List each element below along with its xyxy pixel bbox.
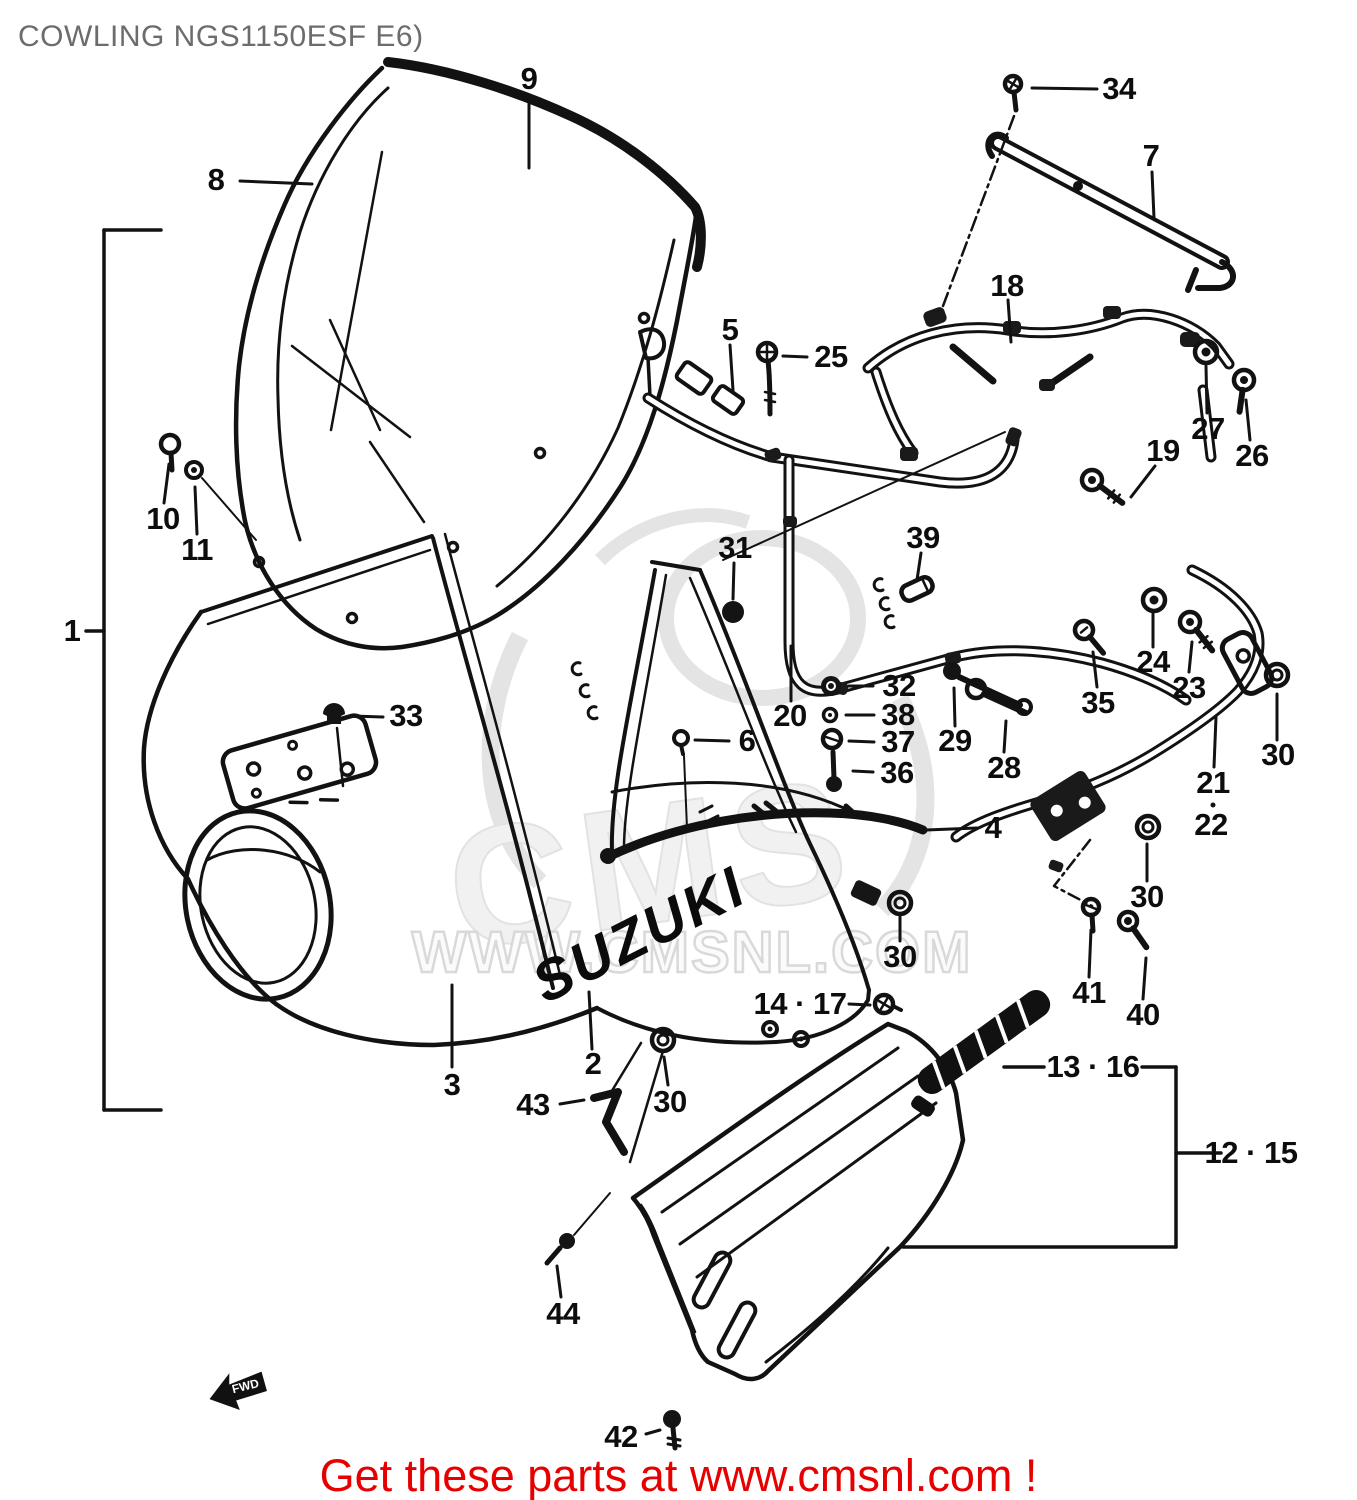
part-label-20: 20	[773, 698, 807, 733]
part-label-6: 6	[738, 723, 756, 758]
part-label-23: 23	[1172, 670, 1206, 705]
group-bracket-12-15	[901, 1065, 1223, 1249]
part-label-41: 41	[1072, 975, 1106, 1010]
part-label-30-lower: 30	[883, 939, 917, 974]
lower-brackets-part	[544, 1088, 682, 1451]
part-label-19: 19	[1146, 433, 1180, 468]
part-label-40: 40	[1126, 997, 1160, 1032]
group-bracket-1	[84, 228, 163, 1112]
part-label-21: 21	[1196, 765, 1230, 800]
panel-vent-slots	[691, 1250, 758, 1360]
part-label-24: 24	[1136, 644, 1170, 679]
part-label-38: 38	[881, 697, 915, 732]
part-label-26: 26	[1235, 438, 1269, 473]
part-label-7: 7	[1142, 138, 1160, 173]
part-label-42: 42	[604, 1419, 638, 1454]
part-label-25: 25	[814, 339, 848, 374]
part-label-11: 11	[181, 532, 213, 567]
part-label-32: 32	[882, 668, 916, 703]
part-label-18: 18	[990, 268, 1024, 303]
part-label-34: 34	[1102, 71, 1136, 106]
part-label-30-bottom: 30	[653, 1084, 687, 1119]
part-label-5: 5	[721, 312, 739, 347]
mounting-plate	[220, 713, 379, 811]
footer-promo-link[interactable]: Get these parts at www.cmsnl.com !	[319, 1450, 1038, 1500]
part-label-30-right: 30	[1261, 737, 1295, 772]
mounting-stay-part	[862, 306, 1235, 463]
part-label-13-16: 13 · 16	[1046, 1049, 1140, 1084]
part-label-9: 9	[520, 61, 538, 96]
fwd-arrow-label: FWD	[230, 1376, 260, 1396]
part-label-14-17: 14 · 17	[753, 986, 847, 1021]
part-label-27: 27	[1191, 411, 1225, 446]
part-label-1: 1	[63, 613, 81, 648]
headlight-opening	[182, 808, 334, 1002]
part-label-43: 43	[516, 1087, 550, 1122]
windshield-trim-part	[383, 57, 706, 272]
windshield-brackets-part	[674, 360, 746, 416]
side-panel-part	[630, 1021, 966, 1382]
part-label-37: 37	[881, 724, 915, 759]
part-label-4: 4	[984, 810, 1002, 845]
part-label-44: 44	[546, 1296, 580, 1331]
garnish-band-part	[605, 808, 928, 861]
part-label-2: 2	[584, 1046, 602, 1081]
hardware-parts	[158, 73, 1291, 1054]
part-label-31: 31	[718, 530, 752, 565]
part-label-33: 33	[389, 698, 423, 733]
grille-strip-part	[911, 989, 1051, 1117]
leader-lines	[84, 86, 1279, 1436]
part-label-8: 8	[207, 162, 225, 197]
part-label-10: 10	[146, 501, 180, 536]
stay-bar-part	[985, 131, 1236, 293]
page-title: COWLING NGS1150ESF E6)	[18, 20, 424, 53]
side-frame-part	[950, 564, 1275, 908]
watermark-domain-text: WWW.CMSNL.COM	[412, 920, 973, 985]
part-label-36: 36	[880, 755, 914, 790]
part-label-22: 22	[1194, 807, 1228, 842]
part-label-39: 39	[906, 520, 940, 555]
part-label-35: 35	[1081, 685, 1115, 720]
windshield-part	[233, 57, 706, 651]
part-label-29: 29	[938, 723, 972, 758]
center-brace-part	[642, 360, 1192, 706]
hinge-bracket-part	[1030, 770, 1106, 842]
part-label-30-mid: 30	[1130, 879, 1164, 914]
part-label-3: 3	[443, 1067, 461, 1102]
part-label-28: 28	[987, 750, 1021, 785]
fwd-arrow-icon: FWD	[209, 1371, 267, 1411]
part-label-12-15: 12 · 15	[1204, 1135, 1298, 1170]
